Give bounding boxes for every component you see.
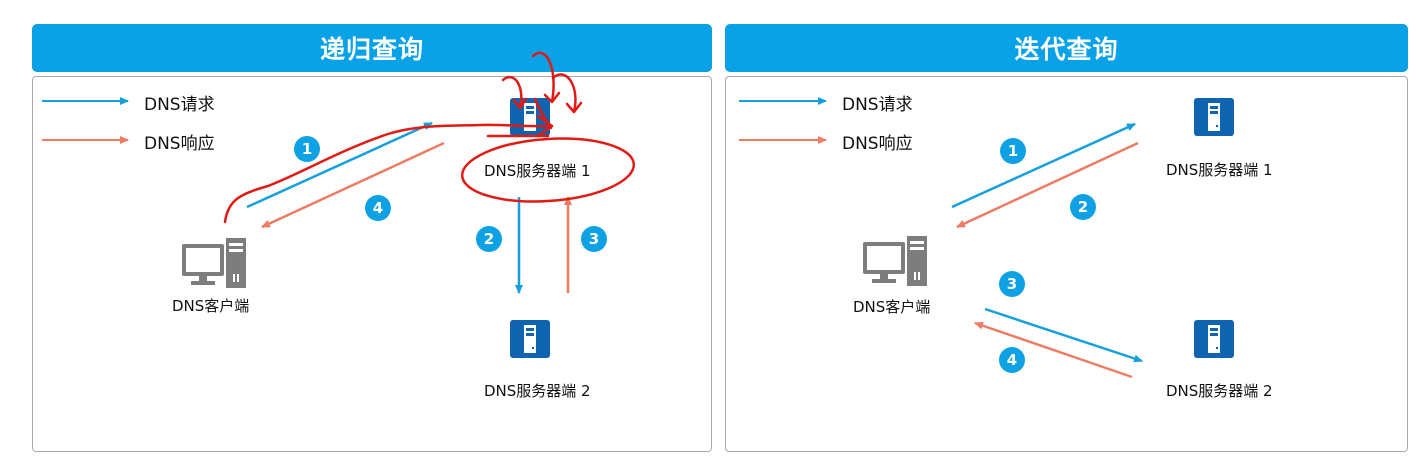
legend-request-label: DNS请求	[144, 95, 215, 115]
red-circle-mark	[460, 137, 636, 203]
step-badge-4: 4	[365, 195, 391, 221]
red-arrow-head-1	[536, 114, 554, 138]
step-badge-2: 2	[476, 226, 502, 252]
server-2-icon-2	[1194, 320, 1234, 358]
arrow-request-1-iter	[951, 122, 1136, 209]
server-2-label: DNS服务器端 2	[484, 382, 591, 400]
server-1-label: DNS服务器端 1	[484, 162, 591, 180]
arrow-response-2-iter	[956, 141, 1139, 229]
iter-step-badge-3: 3	[999, 271, 1025, 297]
red-hook-mark-3	[551, 73, 583, 114]
server-1-icon-2	[1194, 98, 1234, 136]
server-1-label-2: DNS服务器端 1	[1166, 161, 1273, 179]
client-label: DNS客户端	[172, 297, 250, 315]
red-hook-mark-1	[501, 76, 528, 110]
legend-request-label-2: DNS请求	[842, 95, 913, 115]
red-hook-mark-2	[531, 51, 561, 104]
client-label-2: DNS客户端	[853, 298, 931, 316]
arrow-response-4-iter	[974, 321, 1133, 379]
arrow-request-3-iter	[984, 307, 1143, 363]
iter-step-badge-1: 1	[1000, 138, 1026, 164]
iterative-title: 迭代查询	[725, 24, 1408, 72]
red-annotation-marks	[223, 51, 636, 224]
iterative-panel	[725, 76, 1408, 452]
arrow-request-1	[246, 121, 433, 209]
iter-step-badge-4: 4	[999, 347, 1025, 373]
red-stroke-mark	[533, 97, 553, 130]
step-badge-3: 3	[581, 226, 607, 252]
legend-response-label-2: DNS响应	[842, 134, 913, 154]
server-2-label-2: DNS服务器端 2	[1166, 382, 1273, 400]
step-badge-1: 1	[294, 136, 320, 162]
client-computer-icon-2	[863, 236, 927, 286]
legend-response-label: DNS响应	[144, 134, 215, 154]
red-curve-mark	[223, 123, 554, 224]
iter-step-badge-2: 2	[1070, 194, 1096, 220]
arrow-response-4	[261, 141, 445, 229]
recursive-title: 递归查询	[32, 24, 712, 72]
